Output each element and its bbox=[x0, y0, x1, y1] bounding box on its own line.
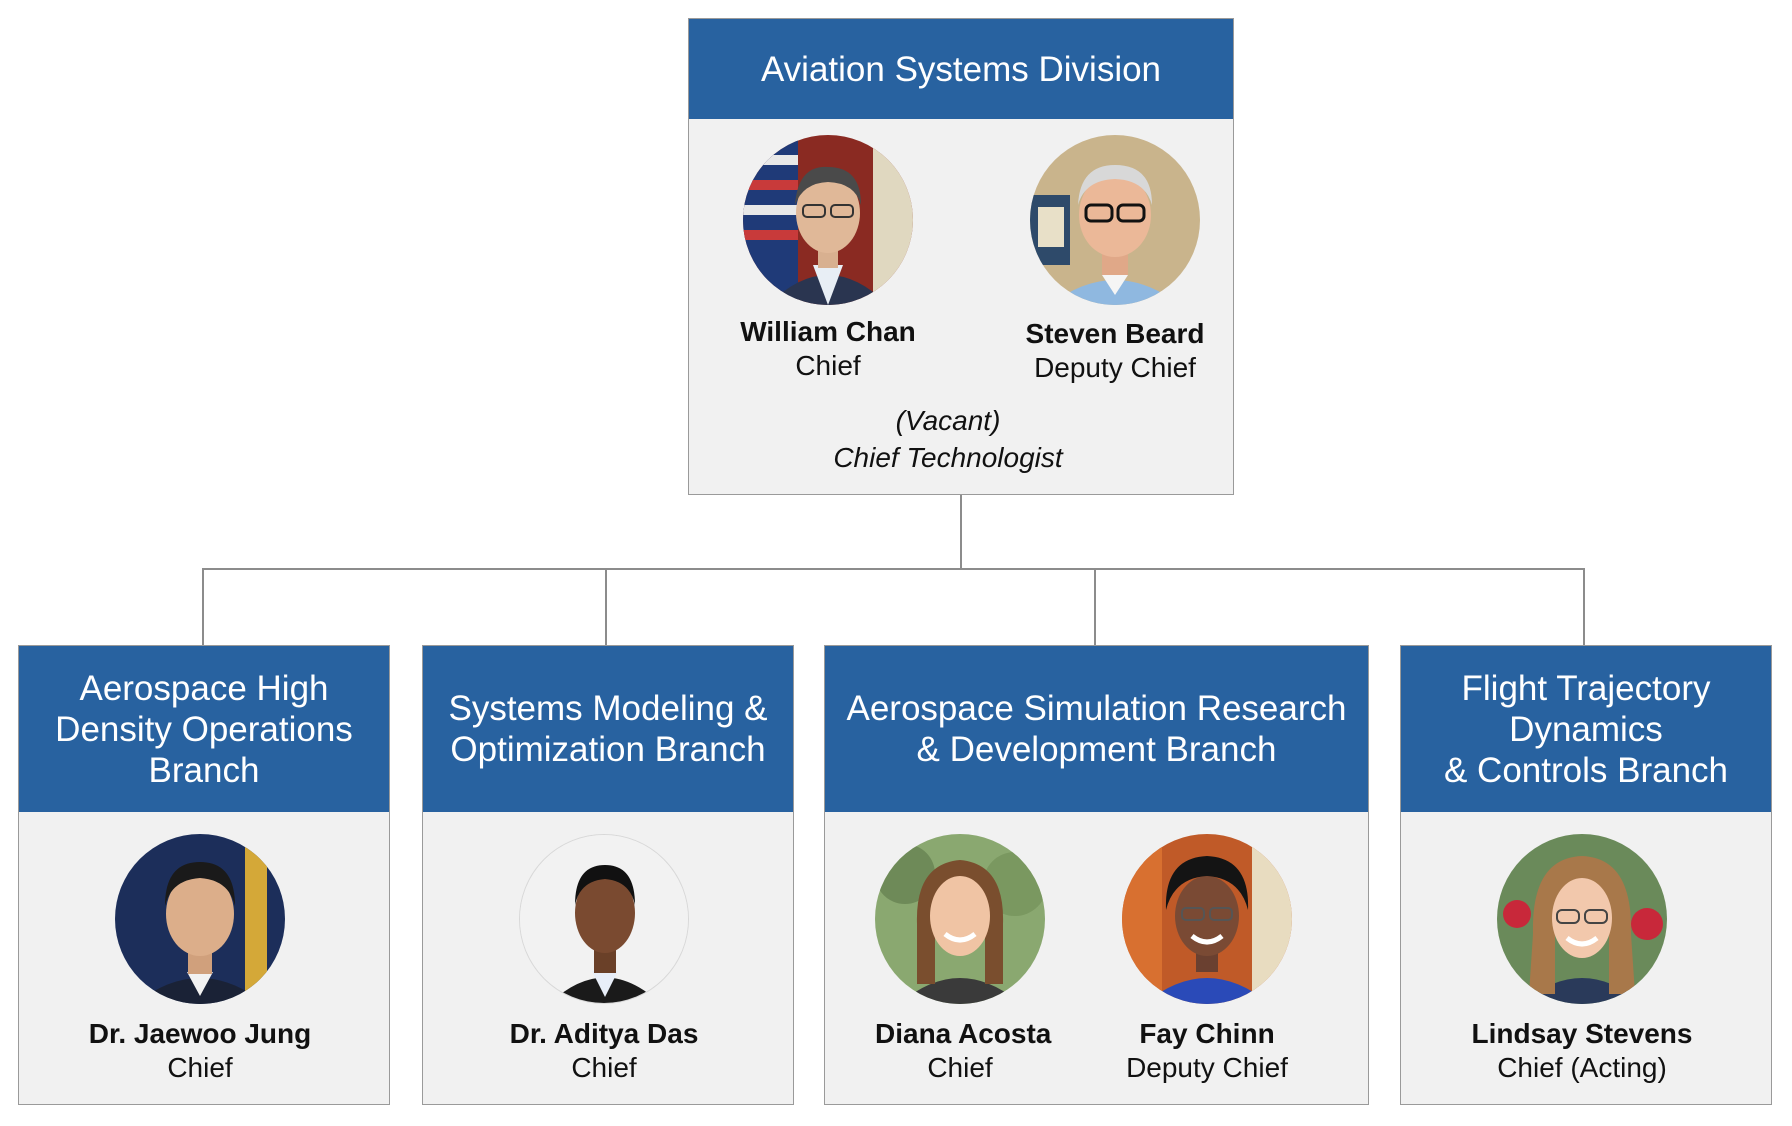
avatar bbox=[115, 834, 285, 1004]
connector-branch-4 bbox=[1583, 568, 1585, 645]
branch-name-line: Aerospace High bbox=[79, 668, 329, 708]
avatar bbox=[1030, 135, 1200, 305]
connector-branch-1 bbox=[202, 568, 204, 645]
branch-name-line: Aerospace Simulation Research bbox=[846, 689, 1347, 728]
person-title: Chief bbox=[571, 1052, 637, 1083]
person-name: Fay Chinn bbox=[1139, 1018, 1275, 1049]
vacant-status: (Vacant) bbox=[895, 405, 1001, 436]
connector-trunk bbox=[960, 495, 962, 570]
person-name: William Chan bbox=[740, 316, 916, 347]
person-diana-acosta: Diana Acosta Chief bbox=[875, 834, 1052, 1085]
division-box: Aviation Systems Division William Chan C… bbox=[688, 18, 1234, 495]
branch-name-line: & Development Branch bbox=[916, 730, 1277, 769]
portrait-photo-william-chan bbox=[743, 135, 913, 305]
person-name: Steven Beard bbox=[1025, 318, 1205, 349]
branch-name-line: Dynamics bbox=[1509, 709, 1663, 749]
avatar bbox=[1497, 834, 1667, 1004]
avatar bbox=[1122, 834, 1292, 1004]
branch-box-aerospace-high-density: Aerospace High Density Operations Branch… bbox=[18, 645, 390, 1105]
person-aditya-das: Dr. Aditya Das Chief bbox=[423, 834, 785, 1085]
portrait-photo-steven-beard bbox=[1030, 135, 1200, 305]
branch-name-line: Systems Modeling & bbox=[448, 689, 768, 728]
branch-box-systems-modeling: Systems Modeling & Optimization Branch D… bbox=[422, 645, 794, 1105]
person-title: Deputy Chief bbox=[1034, 352, 1196, 383]
branch-box-aerospace-simulation: Aerospace Simulation Research & Developm… bbox=[824, 645, 1369, 1105]
person-jaewoo-jung: Dr. Jaewoo Jung Chief bbox=[19, 834, 381, 1085]
person-name: Lindsay Stevens bbox=[1471, 1018, 1693, 1049]
branch-name-line: Optimization Branch bbox=[450, 730, 766, 769]
vacant-title: Chief Technologist bbox=[833, 442, 1063, 473]
person-title: Chief bbox=[927, 1052, 993, 1083]
portrait-photo-jaewoo-jung bbox=[115, 834, 285, 1004]
branch-name-line: & Controls Branch bbox=[1443, 750, 1729, 790]
person-name: Dr. Jaewoo Jung bbox=[88, 1018, 312, 1049]
branch-name-line: Branch bbox=[148, 750, 260, 790]
person-steven-beard: Steven Beard Deputy Chief bbox=[995, 135, 1235, 385]
connector-branch-2 bbox=[605, 568, 607, 645]
person-lindsay-stevens: Lindsay Stevens Chief (Acting) bbox=[1401, 834, 1763, 1085]
person-william-chan: William Chan Chief bbox=[722, 135, 934, 383]
branch-header: Flight Trajectory Dynamics & Controls Br… bbox=[1401, 646, 1771, 812]
division-title: Aviation Systems Division bbox=[760, 49, 1162, 89]
vacant-position: (Vacant) Chief Technologist bbox=[689, 402, 1207, 476]
avatar bbox=[743, 135, 913, 305]
person-title: Chief (Acting) bbox=[1497, 1052, 1667, 1083]
portrait-photo-diana-acosta bbox=[875, 834, 1045, 1004]
person-title: Deputy Chief bbox=[1126, 1052, 1288, 1083]
branch-name-line: Flight Trajectory bbox=[1461, 668, 1711, 708]
branch-name-line: Density Operations bbox=[55, 709, 353, 749]
portrait-photo-fay-chinn bbox=[1122, 834, 1292, 1004]
portrait-photo-aditya-das bbox=[520, 835, 688, 1003]
branch-header: Systems Modeling & Optimization Branch bbox=[423, 646, 793, 812]
branch-box-flight-trajectory: Flight Trajectory Dynamics & Controls Br… bbox=[1400, 645, 1772, 1105]
person-fay-chinn: Fay Chinn Deputy Chief bbox=[1122, 834, 1292, 1085]
person-title: Chief bbox=[795, 350, 861, 381]
portrait-photo-lindsay-stevens bbox=[1497, 834, 1667, 1004]
person-title: Chief bbox=[167, 1052, 233, 1083]
connector-branch-3 bbox=[1094, 568, 1096, 645]
branch-header: Aerospace High Density Operations Branch bbox=[19, 646, 389, 812]
division-header: Aviation Systems Division bbox=[689, 19, 1233, 119]
avatar bbox=[519, 834, 689, 1004]
branch-header: Aerospace Simulation Research & Developm… bbox=[825, 646, 1368, 812]
connector-bus bbox=[202, 568, 1585, 570]
person-name: Diana Acosta bbox=[875, 1018, 1052, 1049]
person-name: Dr. Aditya Das bbox=[509, 1018, 699, 1049]
avatar bbox=[875, 834, 1045, 1004]
